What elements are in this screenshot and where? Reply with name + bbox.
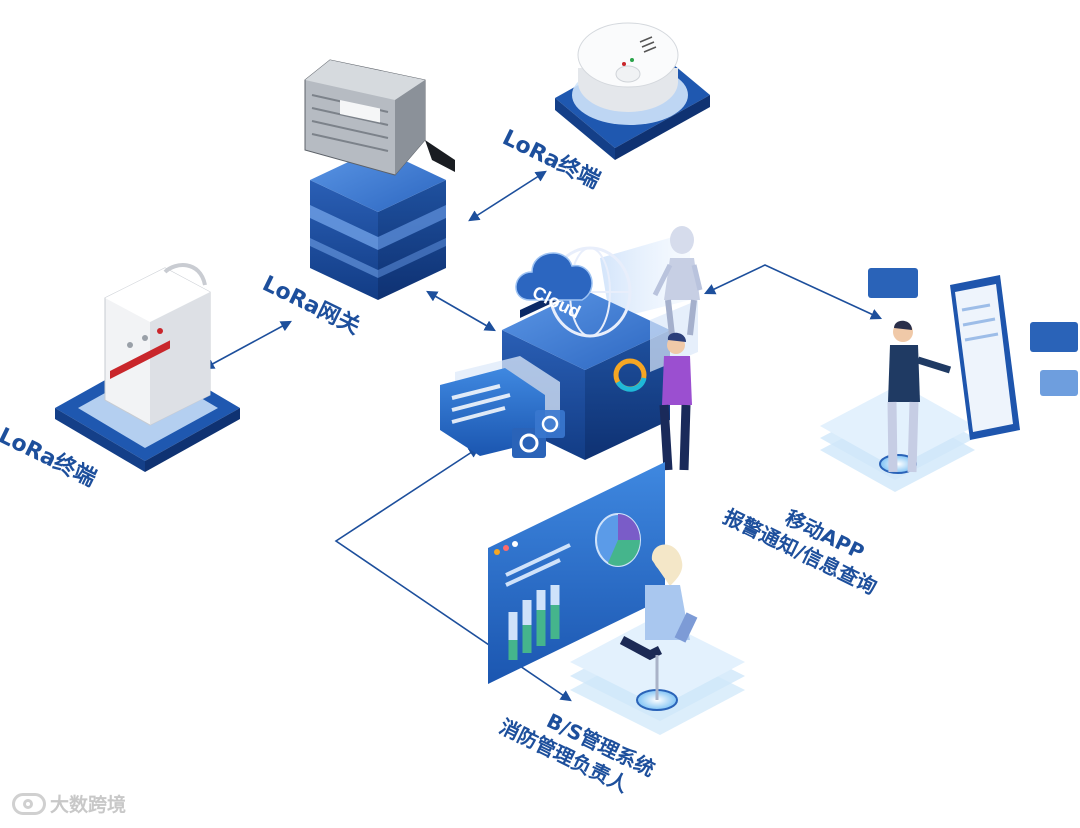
cloud-platform bbox=[440, 232, 698, 460]
terminal-left bbox=[55, 263, 240, 472]
bs-system-scene bbox=[488, 462, 745, 735]
terminal-top bbox=[555, 22, 710, 160]
mobile-app-scene bbox=[820, 268, 1078, 492]
arrow-gateway-terminal-top bbox=[468, 170, 547, 222]
arrow-terminal-left-gateway bbox=[203, 320, 292, 370]
watermark: 大数跨境 bbox=[12, 790, 126, 817]
watermark-logo-icon bbox=[12, 792, 46, 815]
gateway bbox=[304, 59, 455, 300]
woman-figure bbox=[659, 332, 692, 471]
arrow-cloud-mobile bbox=[703, 264, 883, 320]
arrow-gateway-cloud bbox=[426, 290, 496, 332]
watermark-text: 大数跨境 bbox=[50, 794, 127, 816]
robot-figure bbox=[652, 226, 703, 336]
device-red-stripe bbox=[110, 340, 170, 379]
